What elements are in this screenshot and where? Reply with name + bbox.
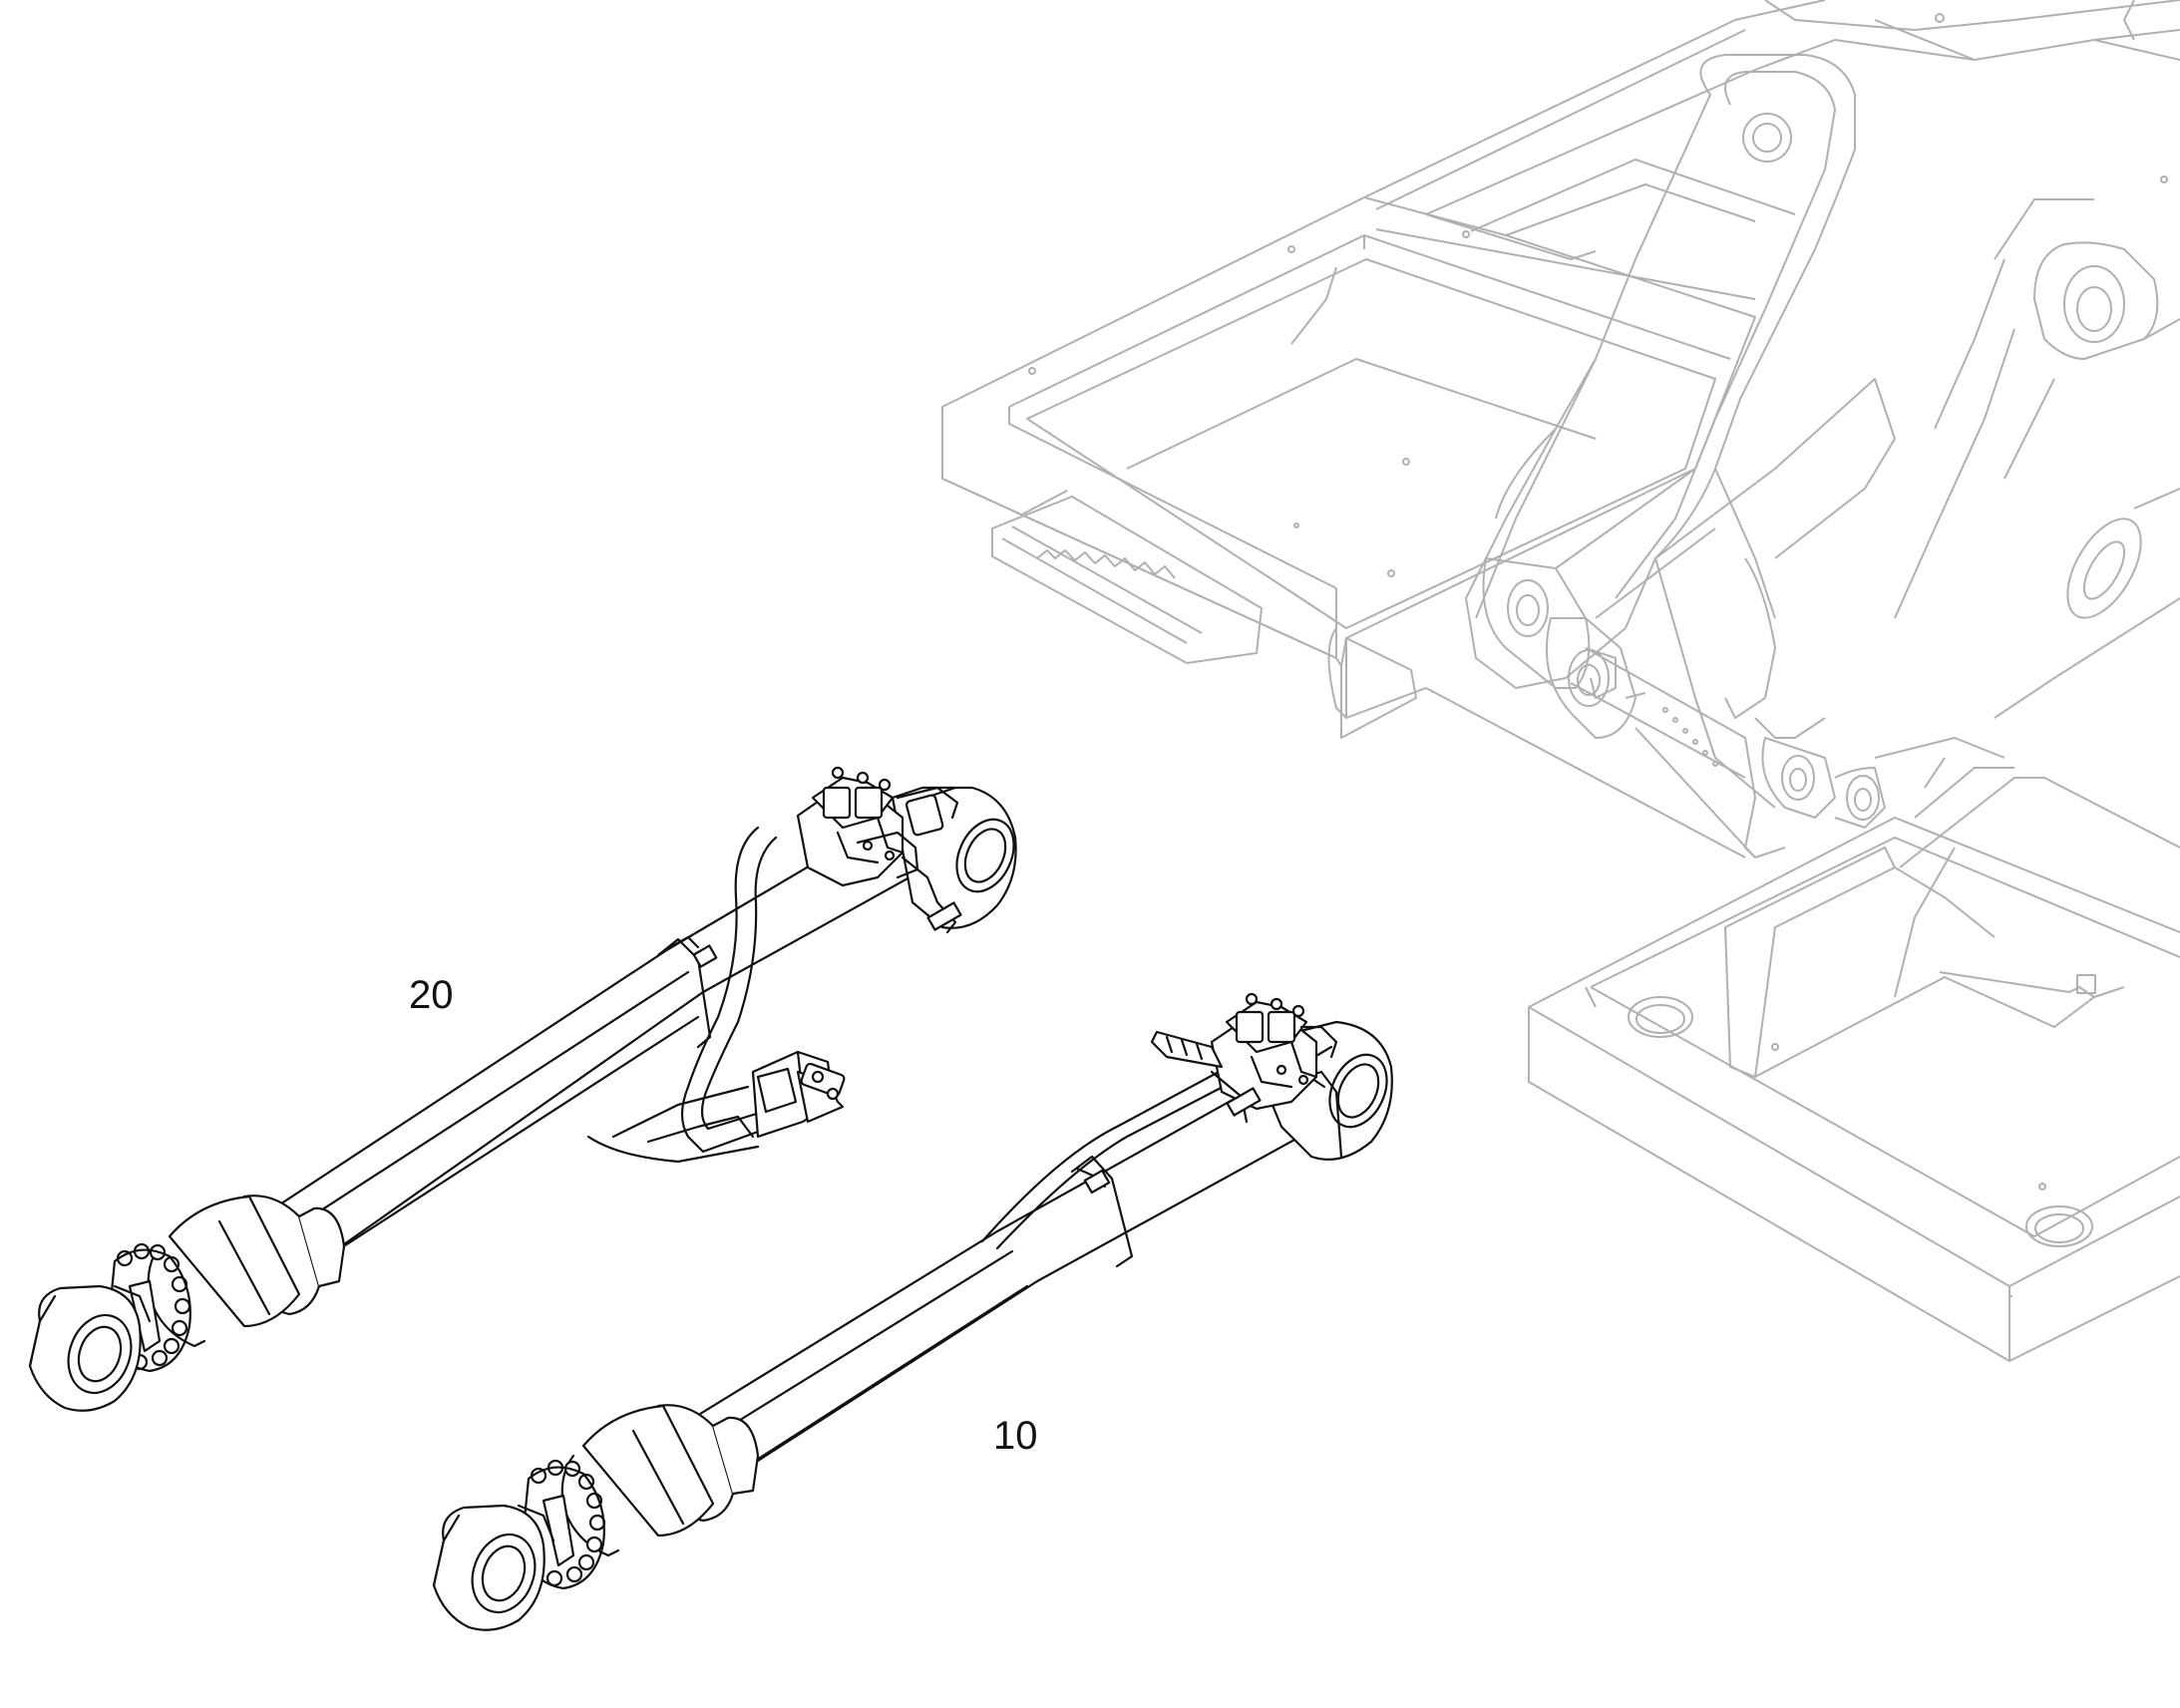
upper-frame (941, 0, 2180, 1362)
top-beams (1363, 0, 2180, 300)
left-outrigger-box (941, 196, 1756, 739)
gland-bolts-10 (516, 1459, 606, 1587)
part-number-20-label: 20 (409, 973, 454, 1017)
lower-lugs (1425, 378, 2005, 858)
part-number-10-label: 10 (993, 1414, 1038, 1458)
right-bracket (1894, 198, 2180, 719)
hydraulic-cylinder-10 (432, 992, 1393, 1631)
right-outrigger-box (1528, 767, 2180, 1362)
hydraulic-cylinder-20 (28, 766, 1017, 1412)
